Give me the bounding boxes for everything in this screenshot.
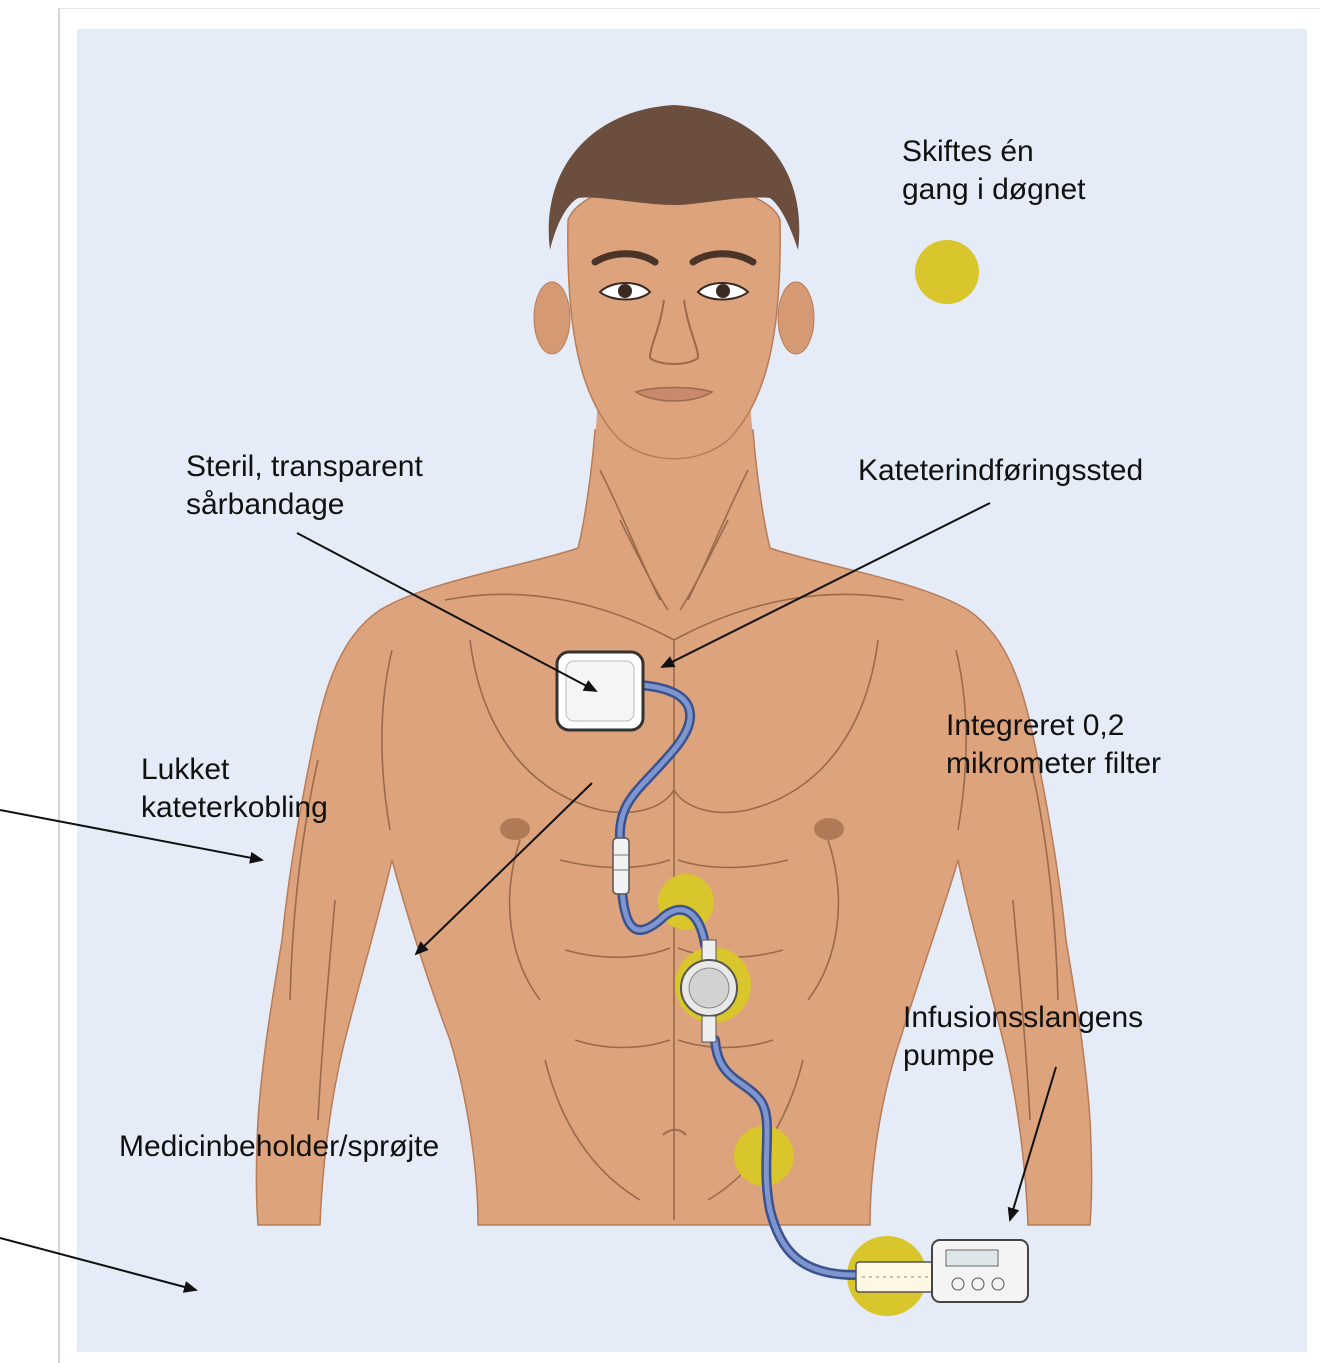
left-nipple [500,818,530,840]
change-daily-label: Skiftes én gang i døgnet [902,133,1085,209]
right-ear [778,282,814,354]
legend-yellow-dot-icon [915,240,979,304]
left-ear [534,282,570,354]
right-nipple [814,818,844,840]
container-label: Medicinbeholder/sprøjte [119,1128,439,1166]
closed-connector [613,838,629,894]
arrow-container [0,1238,196,1290]
closed-connector-label: Lukket kateterkobling [141,751,328,827]
white-square-dressing-icon [557,652,643,730]
yellow-dot-icon-connector [658,874,714,930]
filter-label: Integreret 0,2 mikrometer filter [946,707,1161,783]
dressing-label: Steril, transparent sårbandage [186,448,423,524]
insertion-site-label: Kateterindføringssted [858,452,1143,490]
pump-label: Infusionsslangens pumpe [903,999,1143,1075]
